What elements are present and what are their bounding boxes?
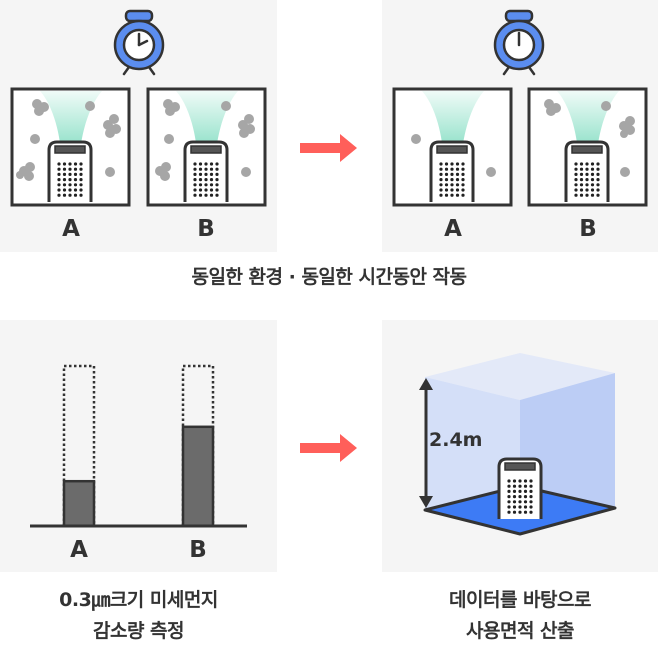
purifier-grille xyxy=(193,162,219,197)
measurement-panel xyxy=(0,320,277,572)
measure-caption-line1: 0.3㎛크기 미세먼지 xyxy=(59,589,218,611)
right-arrow-icon xyxy=(300,434,357,462)
purifier-grille xyxy=(574,162,600,197)
room-label-a: A xyxy=(444,216,462,242)
purifier-grille xyxy=(439,162,465,197)
air-purifier-icon xyxy=(564,140,610,204)
dust-particles xyxy=(16,99,121,181)
air-purifier-icon xyxy=(429,140,475,204)
room-b-before xyxy=(146,87,267,207)
height-arrow-icon xyxy=(419,378,433,508)
purifier-grille xyxy=(57,162,83,197)
air-purifier-icon xyxy=(47,140,93,204)
right-arrow-icon xyxy=(300,134,357,162)
air-purifier-icon xyxy=(497,457,543,521)
room-a-before xyxy=(10,87,131,207)
bar-label-b: B xyxy=(189,537,207,563)
room-label-a: A xyxy=(62,216,80,242)
room-label-b: B xyxy=(197,216,215,242)
height-label: 2.4m xyxy=(429,429,482,451)
bar-a xyxy=(62,479,96,528)
cube-right-wall xyxy=(520,373,615,516)
alarm-clock-icon xyxy=(493,9,545,76)
cube-left-wall xyxy=(425,377,520,516)
area-caption-line2: 사용면적 산출 xyxy=(466,620,575,642)
dust-particles xyxy=(155,99,255,181)
dust-particles xyxy=(544,99,635,177)
measure-caption: 0.3㎛크기 미세먼지 감소량 측정 xyxy=(0,585,277,647)
dust-particles xyxy=(411,134,496,177)
bottom-illustration: A B 2.4m xyxy=(30,353,617,563)
room-cube: 2.4m xyxy=(419,353,617,536)
air-purifier-icon xyxy=(183,140,229,204)
bar-b xyxy=(181,425,215,528)
reduction-chart: A B xyxy=(30,364,247,563)
cube-top xyxy=(425,353,615,400)
purifier-grille xyxy=(507,479,533,514)
room-label-b: B xyxy=(579,216,597,242)
room-b-after xyxy=(527,87,648,207)
measure-caption-line2: 감소량 측정 xyxy=(92,620,185,642)
alarm-clock-icon xyxy=(113,9,165,76)
area-caption: 데이터를 바탕으로 사용면적 산출 xyxy=(382,585,658,647)
room-a-after xyxy=(392,87,513,207)
bar-label-a: A xyxy=(70,537,88,563)
top-caption: 동일한 환경 · 동일한 시간동안 작동 xyxy=(191,266,467,288)
top-illustration: A B A B xyxy=(10,9,648,242)
area-caption-line1: 데이터를 바탕으로 xyxy=(449,589,591,611)
